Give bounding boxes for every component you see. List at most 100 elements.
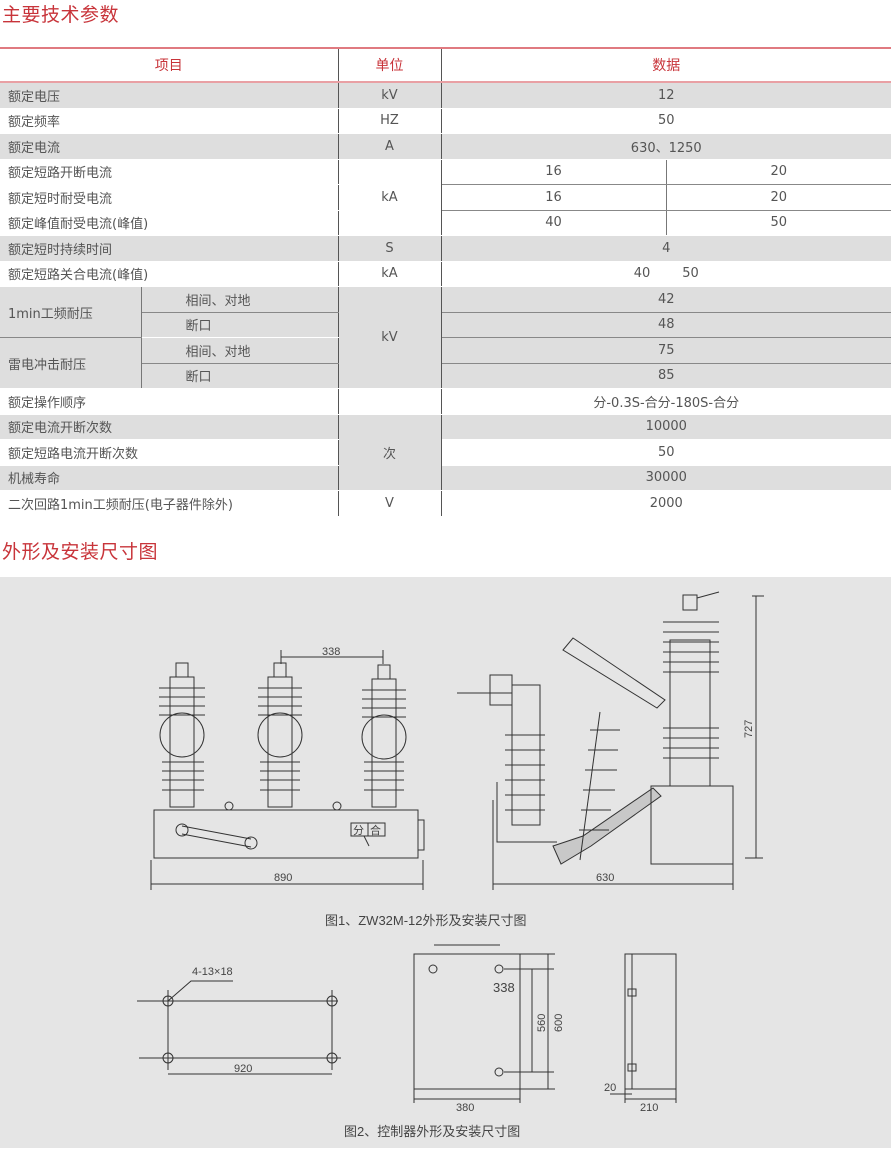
value-cell: 4 [441, 235, 891, 262]
table-row: 额定电压 kV 12 [0, 82, 891, 109]
dim-380: 380 [456, 1102, 474, 1114]
value-cell: 85 [441, 363, 891, 389]
item-cell: 额定短路关合电流(峰值) [0, 261, 339, 287]
controller-front-view: 338 560 600 380 [413, 944, 565, 1114]
value-cell: 20 [666, 184, 891, 211]
table-row: 额定电流开断次数 次 10000 [0, 414, 891, 491]
dim-pole-spacing: 338 [322, 646, 340, 658]
item-cell: 额定峰值耐受电流(峰值) [0, 210, 339, 236]
unit-cell: S [338, 235, 442, 262]
header-unit: 单位 [338, 48, 442, 83]
pole-left [159, 662, 205, 808]
item-cell: 额定短路开断电流 [0, 159, 339, 185]
dim-210: 210 [640, 1102, 658, 1114]
item-cell: 额定操作顺序 [0, 388, 339, 415]
item-cell: 额定电流 [0, 133, 339, 160]
table-row: 二次回路1min工频耐压(电子器件除外) V 2000 [0, 490, 891, 517]
value-cell: 40 50 [441, 261, 891, 287]
value-cell: 30000 [441, 465, 891, 491]
unit-cell: kA [338, 261, 442, 287]
item-cell: 雷电冲击耐压 [0, 337, 142, 389]
table-row: 机械寿命 30000 [0, 465, 891, 491]
table-row: 雷电冲击耐压 相间、对地 75 [0, 337, 891, 389]
pole-middle [257, 662, 303, 808]
value-cell: 40 [441, 210, 667, 236]
hole-spec: 4-13×18 [192, 966, 233, 978]
unit-cell: kV [338, 82, 442, 109]
breaker-side-view: 727 630 [457, 591, 764, 890]
table-row: 额定短路开断电流 kA 16 20 [0, 159, 891, 236]
unit-cell: A [338, 133, 442, 160]
item-cell: 二次回路1min工频耐压(电子器件除外) [0, 490, 339, 517]
header-item: 项目 [0, 48, 339, 83]
sub-item-cell: 断口 [141, 312, 339, 338]
value-cell: 16 [441, 184, 667, 211]
table-row: 额定短路关合电流(峰值) kA 40 50 [0, 261, 891, 287]
mechanism-box [650, 785, 734, 865]
table-row: 额定短路电流开断次数 50 [0, 439, 891, 466]
item-cell: 1min工频耐压 [0, 286, 142, 338]
dim-hole-span: 920 [234, 1063, 252, 1075]
label-open: 分 [353, 824, 364, 837]
spec-table: 项目 单位 数据 额定电压 kV 12 额定频率 HZ 50 额定电流 A 63… [0, 47, 891, 517]
table-row: 额定频率 HZ 50 [0, 108, 891, 134]
value-cell: 42 [441, 286, 891, 313]
unit-cell: 次 [338, 414, 442, 491]
side-plate [417, 819, 425, 851]
operating-arm [562, 637, 666, 709]
dim-600: 600 [553, 1014, 565, 1032]
item-cell: 额定电流开断次数 [0, 414, 339, 440]
dim-20: 20 [604, 1082, 616, 1094]
table-row: 断口 48 [0, 312, 891, 338]
value-cell: 10000 [441, 414, 891, 440]
dim-line-727 [745, 595, 764, 859]
item-cell: 额定频率 [0, 108, 339, 134]
value-cell: 630、1250 [441, 133, 891, 160]
section-title-specs: 主要技术参数 [2, 4, 120, 26]
value-cell: 75 [441, 337, 891, 364]
sub-item-cell: 相间、对地 [141, 337, 339, 364]
value-cell: 20 [666, 159, 891, 185]
value-cell: 50 [666, 210, 891, 236]
dim-560: 560 [536, 1014, 548, 1032]
unit-cell: HZ [338, 108, 442, 134]
section-title-dimensions: 外形及安装尺寸图 [2, 541, 159, 563]
item-cell: 额定短时耐受电流 [0, 184, 339, 211]
pole-right [361, 664, 407, 808]
value-part: 40 [633, 266, 651, 282]
controller-side-view: 20 210 [604, 953, 677, 1114]
dim-width-front: 890 [274, 872, 292, 884]
table-row: 断口 85 [0, 363, 891, 389]
label-close: 合 [370, 823, 381, 837]
value-cell: 2000 [441, 490, 891, 517]
table-row: 1min工频耐压 相间、对地 kV 42 [0, 286, 891, 389]
dim-line-890 [150, 860, 424, 890]
value-part: 50 [682, 266, 699, 282]
operating-handle [175, 823, 258, 850]
item-cell: 机械寿命 [0, 465, 339, 491]
dim-width-side: 630 [596, 872, 614, 884]
value-cell: 12 [441, 82, 891, 109]
dim-height: 727 [743, 720, 755, 738]
value-cell: 50 [441, 439, 891, 466]
value-cell: 48 [441, 312, 891, 338]
unit-cell: kA [338, 159, 442, 236]
table-header-row: 项目 单位 数据 [0, 48, 891, 83]
dim-line-630 [492, 800, 734, 890]
header-value: 数据 [441, 48, 891, 83]
item-cell: 额定电压 [0, 82, 339, 109]
table-row: 额定短时耐受电流 16 20 [0, 184, 891, 211]
figure2-caption: 图2、控制器外形及安装尺寸图 [344, 1124, 520, 1139]
value-cell: 50 [441, 108, 891, 134]
dim-338: 338 [493, 980, 515, 995]
dim-line-338 [280, 650, 384, 664]
table-row: 额定电流 A 630、1250 [0, 133, 891, 160]
value-cell: 分-0.3S-合分-180S-合分 [441, 388, 891, 415]
breaker-front-view: 分 合 338 890 [150, 646, 425, 890]
unit-cell-empty [338, 388, 442, 415]
controller-mounting-holes: 4-13×18 920 [137, 966, 341, 1075]
figure1-caption: 图1、ZW32M-12外形及安装尺寸图 [325, 913, 527, 928]
unit-cell: kV [338, 286, 442, 389]
drawing-canvas: 分 合 338 890 727 630 图1、ZW32M-12外形及安装尺寸图 … [137, 591, 764, 1139]
table-row: 额定峰值耐受电流(峰值) 40 50 [0, 210, 891, 236]
